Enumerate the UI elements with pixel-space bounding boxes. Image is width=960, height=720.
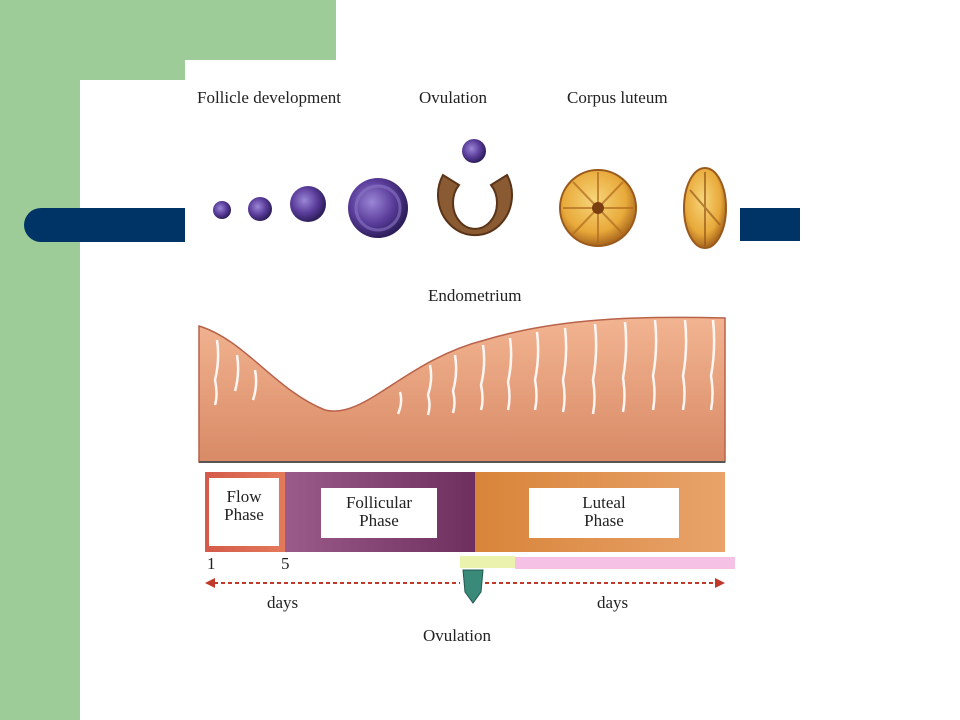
label-ovulation-bottom: Ovulation bbox=[423, 626, 491, 645]
follicle-stages bbox=[213, 178, 408, 238]
timeline bbox=[205, 556, 735, 604]
label-day-5: 5 bbox=[281, 554, 290, 573]
menstrual-cycle-diagram: Follicle development Ovulation Corpus lu… bbox=[185, 60, 740, 660]
diagram-graphics bbox=[198, 139, 735, 604]
ruptured-follicle bbox=[437, 173, 513, 237]
label-days-left: days bbox=[267, 593, 299, 612]
flow-phase-label: Flow Phase bbox=[209, 478, 279, 546]
label-corpus-luteum: Corpus luteum bbox=[567, 88, 668, 107]
corpus-luteum-stage bbox=[559, 167, 727, 249]
luteal-phase-label: Luteal Phase bbox=[529, 488, 679, 538]
slide-green-sidebar bbox=[0, 0, 80, 720]
flow-phase-line-2: Phase bbox=[224, 505, 264, 524]
scan-artifact bbox=[460, 556, 515, 568]
slide-blue-accent-left bbox=[24, 208, 194, 242]
label-follicle-development: Follicle development bbox=[197, 88, 341, 107]
scan-artifact bbox=[515, 557, 735, 569]
ovulation-marker bbox=[462, 569, 484, 604]
label-ovulation-top: Ovulation bbox=[419, 88, 487, 107]
label-endometrium: Endometrium bbox=[428, 286, 522, 305]
follicle-stage-2 bbox=[248, 197, 272, 221]
ovulation-stage bbox=[437, 139, 513, 237]
luteal-phase-line-1: Luteal bbox=[582, 493, 626, 512]
endometrium-layer bbox=[198, 316, 726, 463]
label-day-1: 1 bbox=[207, 554, 216, 573]
label-days-right: days bbox=[597, 593, 629, 612]
follicular-phase-line-1: Follicular bbox=[345, 493, 413, 512]
follicular-phase-label: Follicular Phase bbox=[321, 488, 437, 538]
follicle-stage-3 bbox=[290, 186, 326, 222]
luteal-phase-line-2: Phase bbox=[584, 511, 624, 530]
released-egg bbox=[462, 139, 486, 163]
slide-content-corner bbox=[80, 80, 200, 200]
follicular-phase-line-2: Phase bbox=[359, 511, 399, 530]
slide-blue-accent-right bbox=[735, 208, 800, 241]
flow-phase-line-1: Flow bbox=[226, 487, 262, 506]
follicle-stage-1 bbox=[213, 201, 231, 219]
